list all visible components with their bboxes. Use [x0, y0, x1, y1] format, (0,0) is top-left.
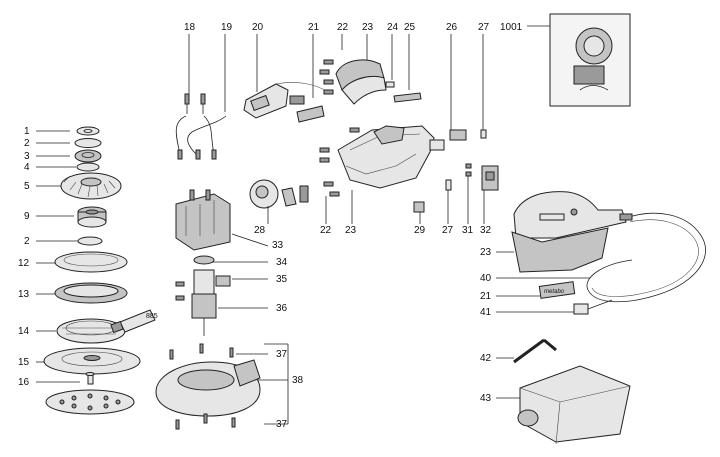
callout-1: 1	[24, 126, 30, 137]
callout-33: 33	[272, 240, 284, 251]
hex-key-part	[513, 338, 557, 364]
callout-35: 35	[276, 274, 288, 285]
callout-29: 29	[414, 225, 426, 236]
callout-22b: 22	[320, 225, 332, 236]
callout-22: 22	[337, 22, 349, 33]
brake-ring-part	[54, 251, 128, 273]
ball-bearing-part	[74, 149, 102, 163]
callout-5: 5	[24, 181, 30, 192]
callout-1001: 1001	[500, 22, 523, 33]
sealing-ring-part	[54, 282, 128, 304]
brush-holder-part	[249, 179, 309, 209]
callout-24: 24	[387, 22, 399, 33]
callout-23c: 23	[480, 247, 492, 258]
fan-wheel-part	[60, 172, 122, 200]
bearing-flange-part	[56, 318, 126, 344]
rating-plate-part	[296, 105, 325, 123]
pin-27-part	[480, 129, 487, 139]
callout-13: 13	[18, 289, 30, 300]
counterweight-part	[77, 206, 107, 228]
right-callouts: 23 40 21 41 42 43	[480, 247, 590, 404]
washer-part	[76, 126, 100, 136]
middle-callouts: 33 34 35 36 37 38 37 28 22 23 29 27 31 3…	[212, 172, 492, 430]
callout-27b: 27	[442, 225, 454, 236]
pin-27b-part	[445, 179, 452, 191]
callout-4: 4	[24, 162, 30, 173]
callout-41: 41	[480, 307, 492, 318]
callout-2: 2	[24, 138, 30, 149]
fittings-36	[175, 281, 185, 301]
cable-set-part	[175, 93, 227, 160]
pad-24-part	[385, 81, 395, 88]
callout-36: 36	[276, 303, 288, 314]
callout-16: 16	[18, 377, 30, 388]
callout-38: 38	[292, 375, 304, 386]
dust-bag-part	[517, 365, 631, 445]
callout-31: 31	[462, 225, 474, 236]
assembled-sander	[511, 191, 706, 315]
armature-part	[191, 255, 217, 336]
callout-21: 21	[308, 22, 320, 33]
housing-part	[337, 125, 435, 189]
screw-part	[85, 372, 95, 385]
callout-23b: 23	[345, 225, 357, 236]
callout-20: 20	[252, 22, 264, 33]
screws-37	[169, 343, 236, 430]
callout-3: 3	[24, 151, 30, 162]
callout-26: 26	[446, 22, 458, 33]
callout-9: 9	[24, 211, 30, 222]
screw-set-middle	[319, 127, 360, 197]
brand-plate-text: metabo	[544, 289, 565, 295]
callout-2b: 2	[24, 236, 30, 247]
stator-part	[175, 189, 231, 251]
switch-32-part	[481, 165, 499, 191]
callout-25: 25	[404, 22, 416, 33]
screws-31	[465, 163, 472, 177]
ring-part	[76, 162, 100, 172]
callout-37b: 37	[276, 419, 288, 430]
retaining-ring-part	[74, 138, 102, 148]
inset-1001	[549, 13, 631, 107]
callout-40: 40	[480, 273, 492, 284]
callout-19: 19	[221, 22, 233, 33]
nut-29-part	[413, 201, 425, 213]
screw-set-top	[319, 59, 334, 95]
callout-14: 14	[18, 326, 30, 337]
tube-label: 885	[146, 313, 158, 320]
callout-32: 32	[480, 225, 492, 236]
callout-12: 12	[18, 258, 30, 269]
callout-34: 34	[276, 257, 288, 268]
left-stack: 885 1 2 3 4 5 9 2 12 13 14 15 16	[18, 126, 158, 415]
brand-plate-part: metabo	[538, 281, 576, 299]
base-housing-part	[155, 359, 261, 417]
bearing-35-part	[215, 275, 231, 287]
callout-42: 42	[480, 353, 492, 364]
callout-37: 37	[276, 349, 288, 360]
sanding-pad-part	[43, 347, 141, 375]
callout-15: 15	[18, 357, 30, 368]
callout-27: 27	[478, 22, 490, 33]
glue-tube-part: 885	[110, 309, 158, 334]
circlip-part	[77, 236, 103, 246]
top-cover-part	[335, 59, 387, 105]
callout-43: 43	[480, 393, 492, 404]
callout-28: 28	[254, 225, 266, 236]
callout-18: 18	[184, 22, 196, 33]
clip-26-part	[429, 129, 467, 151]
callout-21b: 21	[480, 291, 492, 302]
foil-25-part	[393, 92, 422, 103]
top-callouts: 18 19 20 21 22 23 24 25 26 27 1001	[184, 22, 550, 130]
sanding-sheet-part	[45, 389, 135, 415]
callout-23: 23	[362, 22, 374, 33]
